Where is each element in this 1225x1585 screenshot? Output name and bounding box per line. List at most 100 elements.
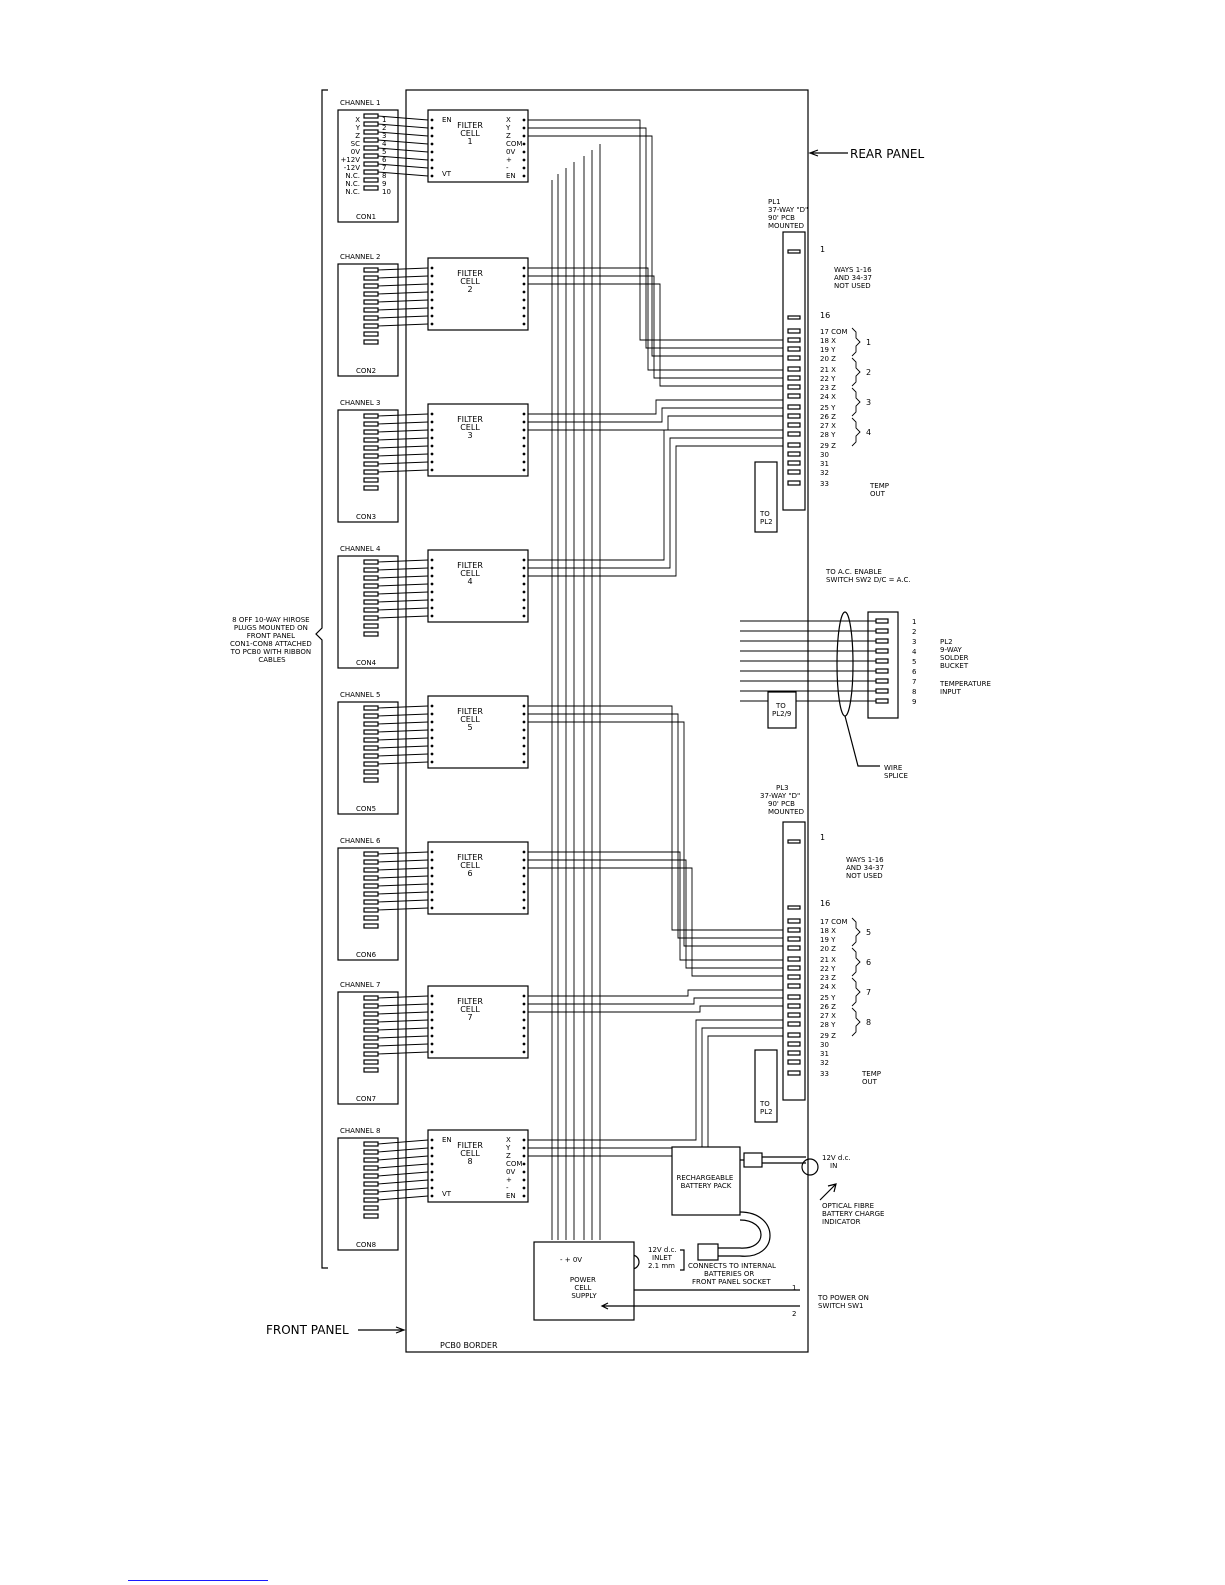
pl-pin-slot — [787, 337, 801, 343]
connector-pin — [363, 113, 379, 119]
signal-wire — [528, 867, 783, 977]
filter-cell-label: FILTER — [457, 415, 483, 424]
pl-pin-label: 26 Z — [820, 413, 836, 421]
ribbon-wire — [377, 437, 429, 441]
connector-pin — [363, 161, 379, 167]
filter-cell-number: 2 — [467, 285, 472, 294]
cell-pin-dot — [522, 898, 526, 902]
filter-cell-number: 4 — [467, 577, 472, 586]
filter-cell-label: CELL — [460, 861, 480, 870]
cell-pin-dot — [430, 614, 434, 618]
connector-pin — [363, 769, 379, 775]
cell-pin-dot — [430, 468, 434, 472]
pl-pin-slot — [787, 315, 801, 320]
ribbon-wire — [377, 147, 429, 153]
pl-group-label: 5 — [866, 928, 871, 937]
cell-pin-dot — [430, 760, 434, 764]
pl-group-bracket — [851, 1007, 861, 1037]
connector-pin — [363, 1189, 379, 1195]
cell-pin-dot — [522, 736, 526, 740]
plugs-note: 8 OFF 10-WAY HIROSE PLUGS MOUNTED ON FRO… — [230, 616, 314, 664]
channel1-pin-number: 6 — [382, 156, 387, 164]
cell-pin-label: COM — [506, 1160, 522, 1168]
cell-pin-dot — [430, 574, 434, 578]
ribbon-wire — [377, 139, 429, 145]
pl2-pin-label: 4 — [912, 648, 917, 656]
wire-splice-pointer — [844, 715, 880, 767]
cell-pin-dot — [430, 704, 434, 708]
connector-pin — [363, 1157, 379, 1163]
ribbon-wire — [377, 737, 429, 741]
cell-pin-dot — [430, 1170, 434, 1174]
cell-pin-dot — [430, 874, 434, 878]
pl2-pin-label: 3 — [912, 638, 916, 646]
cell-pin-dot — [522, 306, 526, 310]
cell-pin-dot — [522, 874, 526, 878]
cell-pin-dot — [522, 142, 526, 146]
rear-panel-label: REAR PANEL — [850, 147, 925, 161]
pl-group-bracket — [851, 327, 861, 357]
cell-pin-dot — [430, 1034, 434, 1038]
cell-pin-dot — [522, 452, 526, 456]
pl2-pin-slot — [875, 698, 889, 704]
connector-pin — [363, 883, 379, 889]
pl-pin-slot — [787, 1059, 801, 1065]
ribbon-wire — [377, 753, 429, 757]
cell-pin-dot — [522, 752, 526, 756]
connector-pin — [363, 721, 379, 727]
cell-pin-dot — [522, 166, 526, 170]
pl-group-bracket — [851, 977, 861, 1007]
cell-pin-label: Z — [506, 1152, 511, 1160]
cell-pin-label: Y — [505, 124, 511, 132]
power-switch-label: TO POWER ON SWITCH SW1 — [817, 1294, 871, 1310]
ribbon-wire — [377, 1187, 429, 1193]
pl-pin-label: 22 Y — [820, 965, 836, 973]
pl-pin-slot — [787, 1041, 801, 1047]
connector-pin — [363, 1027, 379, 1033]
cell-pin-dot — [430, 314, 434, 318]
ribbon-wire — [377, 851, 429, 855]
connector-pin — [363, 1043, 379, 1049]
channel1-pin-label: N.C. — [345, 180, 360, 188]
connector-label: CON7 — [356, 1095, 376, 1103]
power-cell-supply — [533, 1241, 635, 1321]
signal-wire — [528, 267, 783, 371]
ribbon-wire — [377, 607, 429, 611]
cell-pin-dot — [522, 1146, 526, 1150]
channel1-pin-label: N.C. — [345, 188, 360, 196]
channel1-pin-label: 0V — [351, 148, 360, 156]
ribbon-wire — [377, 323, 429, 327]
channel1-pin-number: 5 — [382, 148, 386, 156]
cell-pin-dot — [430, 322, 434, 326]
pl1-pin-16: 16 — [820, 311, 830, 320]
signal-wire — [528, 415, 783, 431]
channel1-pin-number: 1 — [382, 116, 386, 124]
connector-pin — [363, 291, 379, 297]
pl-pin-slot — [787, 375, 801, 381]
signal-wire — [528, 859, 783, 969]
optical-fibre-label: OPTICAL FIBRE BATTERY CHARGE INDICATOR — [822, 1202, 887, 1226]
connector-label: CON4 — [356, 659, 377, 667]
cell-pin-dot — [522, 614, 526, 618]
pl-group-label: 2 — [866, 368, 871, 377]
connector-pin — [363, 1165, 379, 1171]
cell-pin-dot — [522, 298, 526, 302]
pl-pin-label: 18 X — [820, 927, 836, 935]
pl2-pin-slot — [875, 658, 889, 664]
pl1-pin-1: 1 — [820, 245, 825, 254]
cell-pin-dot — [522, 858, 526, 862]
cell-pin-label: VT — [442, 1190, 452, 1198]
pl2-pin-slot — [875, 668, 889, 674]
pl-group-label: 8 — [866, 1018, 871, 1027]
filter-cell-label: FILTER — [457, 853, 483, 862]
signal-wire — [528, 445, 783, 577]
connector-pin — [363, 275, 379, 281]
filter-cell — [427, 1129, 529, 1203]
channel1-pin-label: SC — [351, 140, 360, 148]
cell-pin-dot — [522, 468, 526, 472]
cell-pin-dot — [430, 282, 434, 286]
connector-label: CON2 — [356, 367, 376, 375]
cell-pin-label: EN — [442, 1136, 452, 1144]
filter-cell-label: FILTER — [457, 997, 483, 1006]
ribbon-wire — [377, 745, 429, 749]
